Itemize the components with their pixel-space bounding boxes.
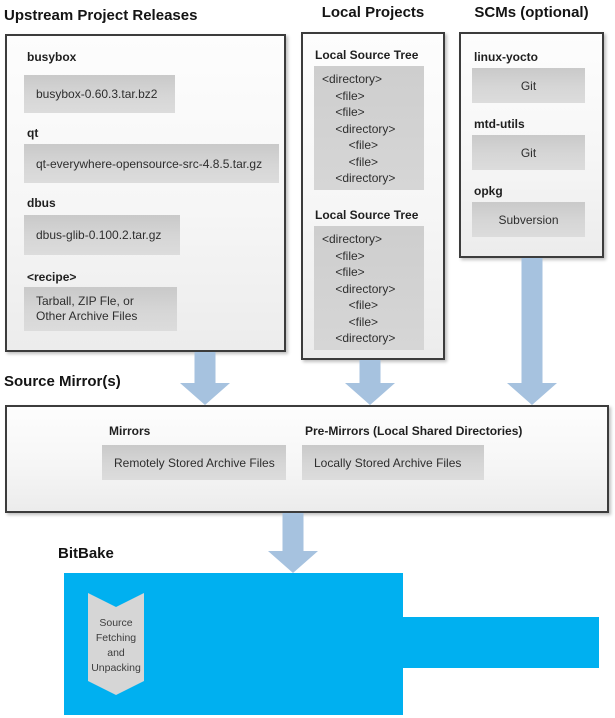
bitbake-pipeline-bar	[403, 617, 599, 668]
pre-mirrors-box-text: Locally Stored Archive Files	[314, 455, 462, 470]
file-name-line: Tarball, ZIP Fle, or	[36, 294, 134, 308]
scm-item-box-opkg: Subversion	[472, 202, 585, 237]
mirrors-box-text: Remotely Stored Archive Files	[114, 455, 275, 470]
mirrors-label: Mirrors	[109, 424, 151, 438]
file-name: busybox-0.60.3.tar.bz2	[36, 87, 158, 101]
chevron-text-line: Source	[99, 617, 133, 629]
tree-line: <directory>	[322, 171, 396, 185]
file-name: qt-everywhere-opensource-src-4.8.5.tar.g…	[36, 156, 263, 171]
mirrors-box: Remotely Stored Archive Files	[102, 445, 286, 480]
scm-name: Subversion	[498, 212, 559, 227]
scm-item-label-linux-yocto: linux-yocto	[474, 50, 539, 64]
arrow-scms-to-mirrors-icon	[507, 258, 557, 405]
local-source-tree-box: <directory> <file> <file> <directory> <f…	[314, 66, 424, 190]
scm-name: Git	[520, 78, 537, 93]
tree-line: <directory>	[322, 331, 396, 345]
scm-item-label-opkg: opkg	[474, 184, 503, 198]
local-source-tree-box: <directory> <file> <file> <directory> <f…	[314, 226, 424, 350]
arrow-upstream-to-mirrors-icon	[180, 352, 230, 405]
pre-mirrors-label: Pre-Mirrors (Local Shared Directories)	[305, 424, 523, 438]
tree-line: <file>	[322, 138, 379, 152]
local-source-tree-label: Local Source Tree	[315, 48, 419, 62]
scm-item-box-mtd-utils: Git	[472, 135, 585, 170]
tree-line: <file>	[322, 298, 379, 312]
arrow-mirrors-to-bitbake-icon	[268, 513, 318, 573]
upstream-item-label-dbus: dbus	[27, 196, 56, 210]
chevron-text-line: Fetching and	[95, 632, 137, 659]
upstream-item-label-qt: qt	[27, 126, 39, 140]
tree-line: <file>	[322, 265, 365, 279]
local-projects-panel: Local Source Tree <directory> <file> <fi…	[301, 32, 445, 360]
upstream-item-label-recipe: <recipe>	[27, 270, 77, 284]
tree-line: <directory>	[322, 121, 396, 136]
scm-item-box-linux-yocto: Git	[472, 68, 585, 103]
tree-line: <file>	[322, 154, 379, 169]
tree-line: <file>	[322, 314, 379, 329]
arrow-local-to-mirrors-icon	[345, 360, 395, 405]
source-mirrors-title: Source Mirror(s)	[4, 373, 121, 390]
bitbake-title: BitBake	[58, 545, 114, 562]
file-name-line: Other Archive Files	[36, 309, 138, 323]
tree-line: <file>	[322, 88, 365, 103]
scms-title: SCMs (optional)	[474, 4, 589, 21]
source-fetching-chevron: Source Fetching and Unpacking	[88, 593, 144, 695]
tree-line: <directory>	[322, 281, 396, 296]
local-projects-title: Local Projects	[321, 4, 425, 21]
local-source-tree-label: Local Source Tree	[315, 208, 419, 222]
tree-line: <directory>	[322, 72, 383, 86]
chevron-text-line: Unpacking	[91, 662, 141, 674]
upstream-item-label-busybox: busybox	[27, 50, 77, 64]
upstream-item-file-qt: qt-everywhere-opensource-src-4.8.5.tar.g…	[24, 144, 279, 183]
scms-panel: linux-yocto Git mtd-utils Git opkg Subve…	[459, 32, 604, 258]
tree-line: <file>	[322, 248, 365, 263]
tree-line: <directory>	[322, 232, 383, 246]
upstream-item-file-dbus: dbus-glib-0.100.2.tar.gz	[24, 215, 180, 255]
source-mirrors-panel: Mirrors Remotely Stored Archive Files Pr…	[5, 405, 609, 513]
upstream-title: Upstream Project Releases	[4, 7, 198, 24]
upstream-panel: busybox busybox-0.60.3.tar.bz2 qt qt-eve…	[5, 34, 286, 352]
scm-name: Git	[520, 145, 537, 160]
upstream-item-file-busybox: busybox-0.60.3.tar.bz2	[24, 75, 175, 113]
scm-item-label-mtd-utils: mtd-utils	[474, 117, 525, 131]
tree-line: <file>	[322, 105, 365, 119]
pre-mirrors-box: Locally Stored Archive Files	[302, 445, 484, 480]
file-name: dbus-glib-0.100.2.tar.gz	[36, 228, 162, 242]
upstream-item-file-recipe: Tarball, ZIP Fle, or Other Archive Files	[24, 287, 177, 331]
